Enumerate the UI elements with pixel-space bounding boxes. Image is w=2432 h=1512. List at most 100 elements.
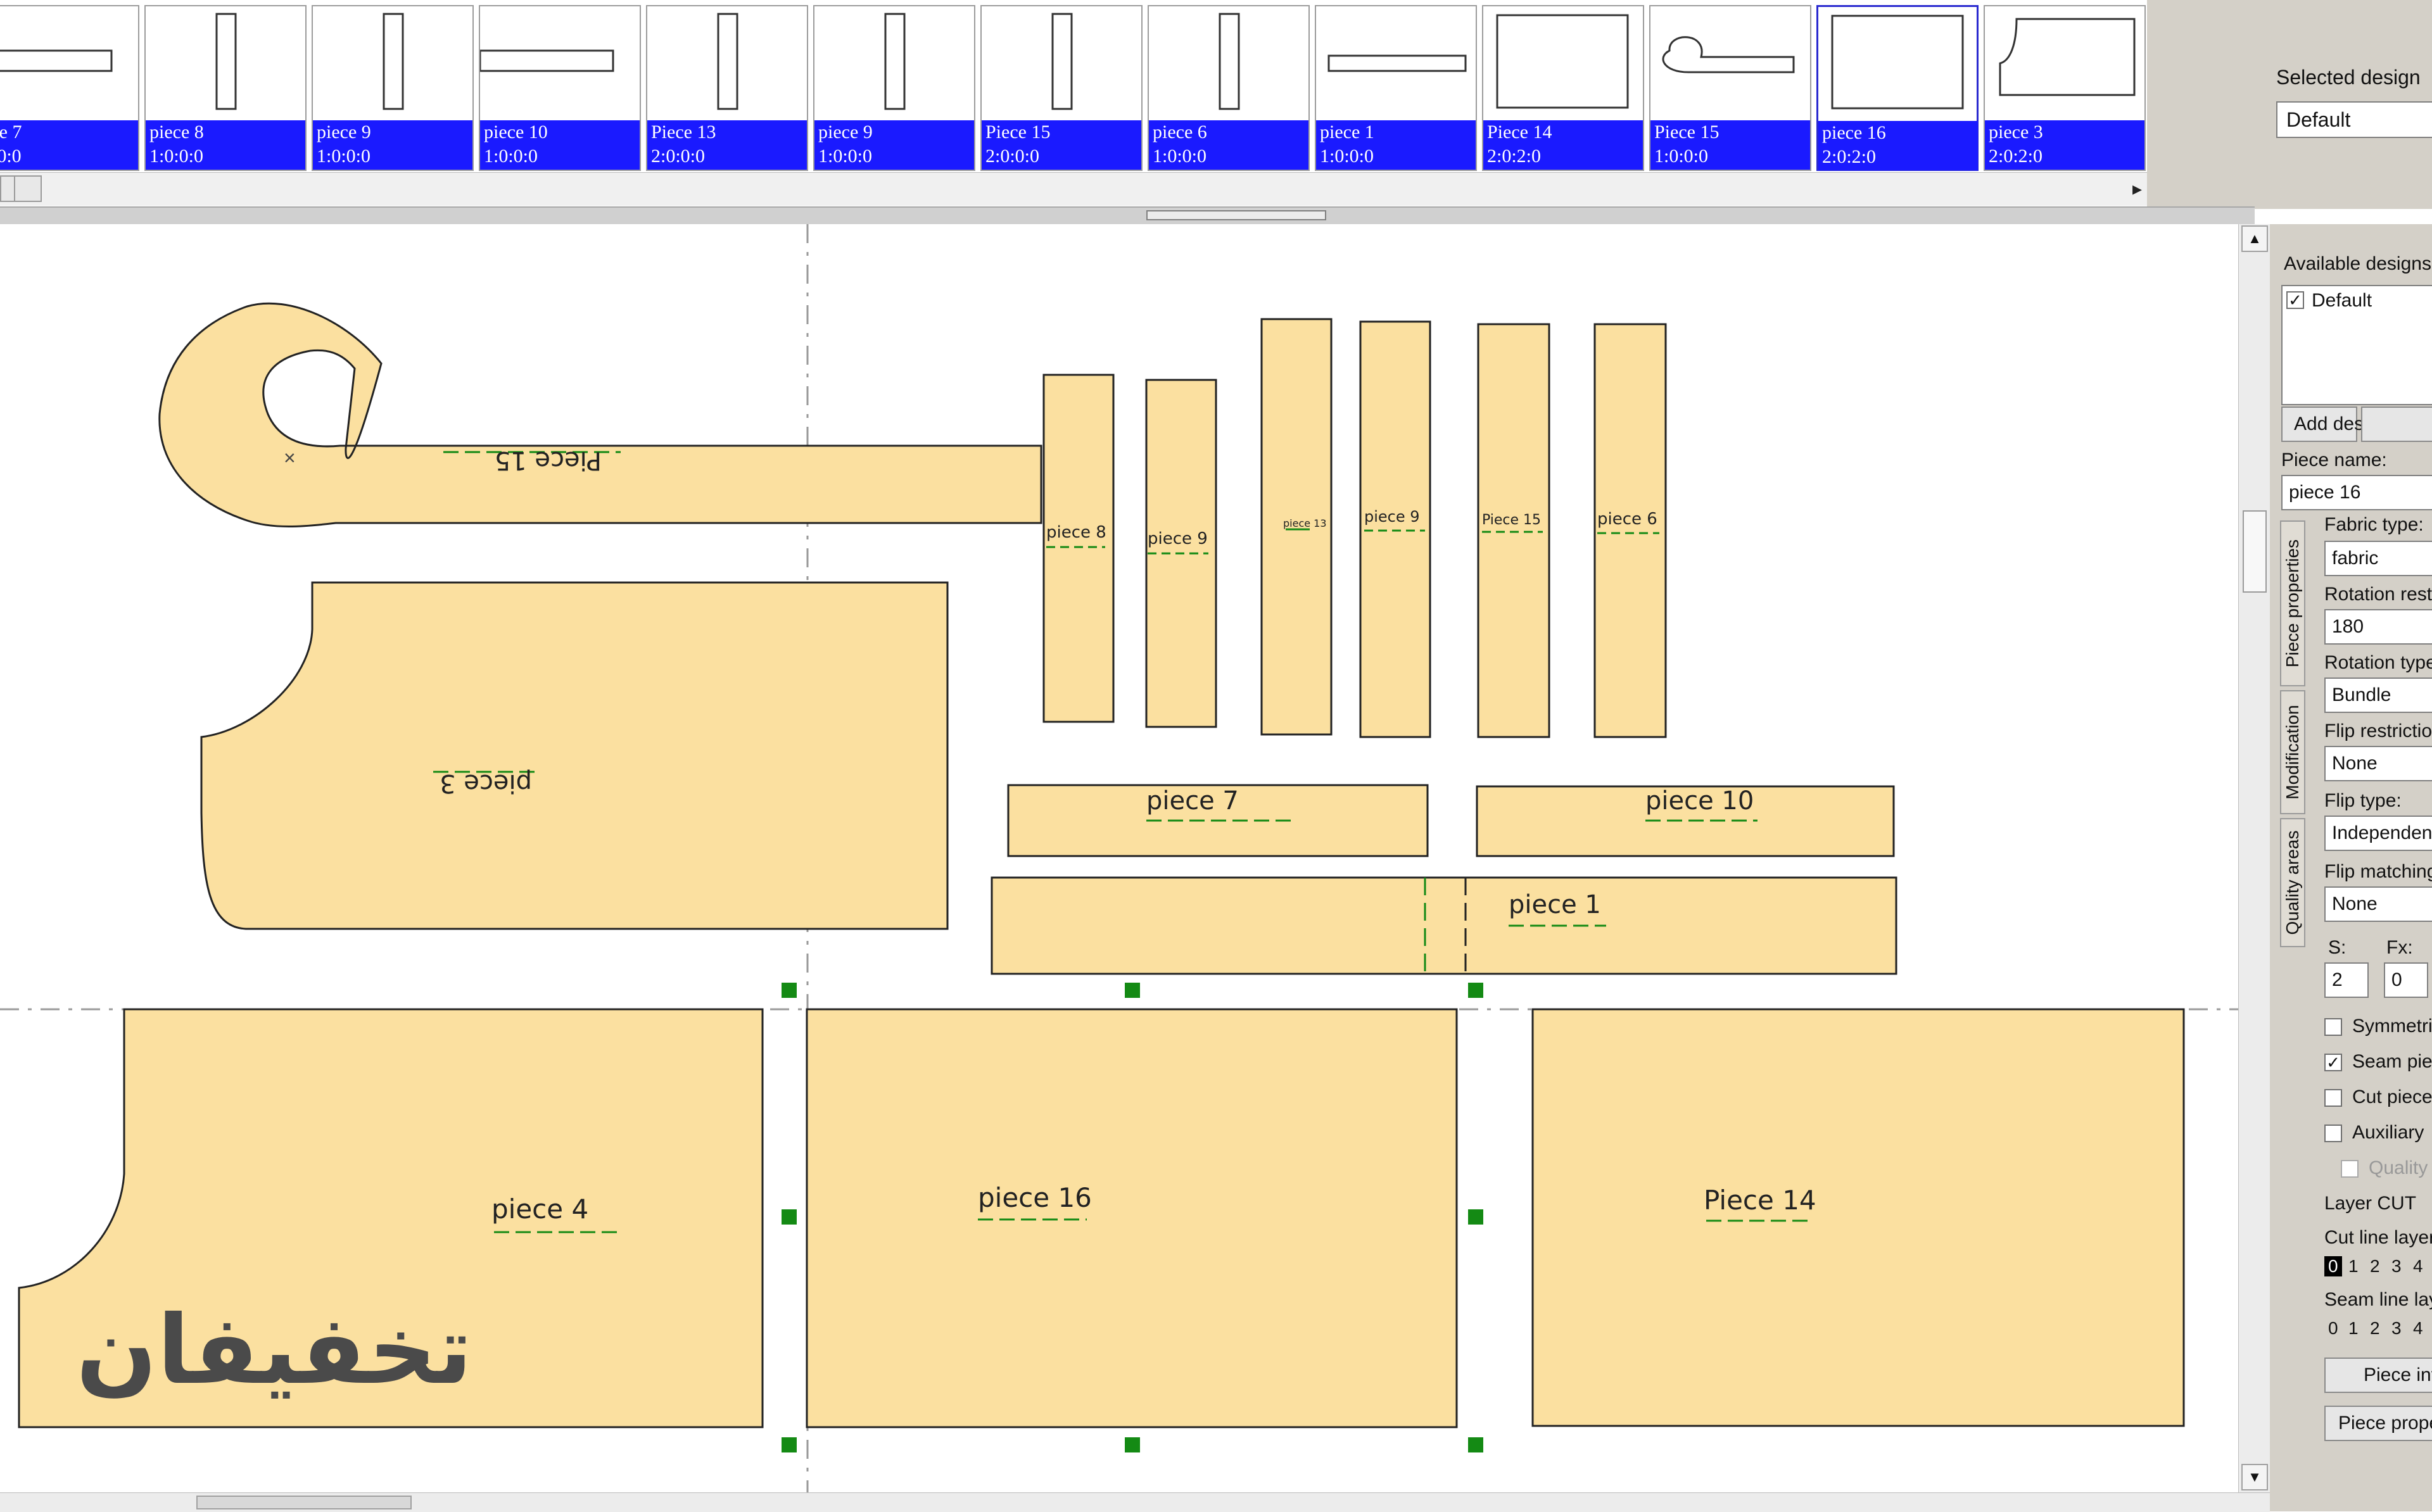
flip-restriction-select[interactable]: None (2324, 746, 2432, 781)
canvas-vertical-scrollbar[interactable]: ▲ ▼ (2238, 224, 2270, 1492)
thumbnail-code: 2:0:2:0 (1487, 146, 1542, 167)
thumbnail-shape (1831, 15, 1964, 110)
flip-matching-select[interactable]: None (2324, 886, 2432, 922)
piece-4[interactable]: piece 4 (18, 1008, 764, 1428)
thumbnail-name: piece 3 (1989, 122, 2043, 142)
seam-piece-checkbox[interactable]: ✓ (2324, 1054, 2342, 1071)
thumbnail-code: 2:0:0:0 (651, 146, 706, 167)
piece-properties-button[interactable]: Piece properties (2324, 1406, 2432, 1441)
available-designs-list[interactable]: ✓ Default (2281, 285, 2432, 405)
selection-handle[interactable] (782, 1209, 797, 1225)
seam-layer-2[interactable]: 2 (2370, 1318, 2380, 1338)
symmetric-checkbox[interactable] (2324, 1018, 2342, 1036)
tab-modification[interactable]: Modification (2280, 690, 2305, 814)
scroll-thumb[interactable] (2243, 510, 2267, 593)
thumbnail-ece-7[interactable]: ece 70:0:0 (0, 5, 139, 171)
default-design-item[interactable]: Default (2312, 290, 2372, 311)
selection-handle[interactable] (1125, 983, 1140, 998)
piece-13[interactable]: piece 13 (1260, 318, 1333, 736)
selection-handle[interactable] (1468, 1209, 1483, 1225)
selection-handle[interactable] (782, 983, 797, 998)
seam-layer-4[interactable]: 4 (2413, 1318, 2423, 1338)
default-design-checkbox[interactable]: ✓ (2286, 291, 2304, 309)
thumbnail-scrollbar[interactable]: ▸ (0, 172, 2147, 206)
selection-handle[interactable] (1125, 1437, 1140, 1452)
canvas-horizontal-scrollbar[interactable] (0, 1492, 2270, 1512)
piece-1[interactable]: piece 1 (991, 876, 1897, 975)
design-extra-button[interactable] (2361, 406, 2432, 442)
scroll-button-left-2[interactable] (14, 175, 42, 202)
piece-9[interactable]: piece 9 (1145, 379, 1217, 728)
piece-name-field[interactable]: piece 16 (2281, 475, 2432, 510)
scroll-down-icon[interactable]: ▼ (2241, 1464, 2268, 1490)
cut-layer-2[interactable]: 2 (2370, 1256, 2380, 1276)
flip-type-select[interactable]: Independent (2324, 816, 2432, 851)
quality-checkbox[interactable] (2341, 1160, 2359, 1178)
canvas-drawing: × Piece 15 piece 3 piece 8 piece 9 piece… (0, 224, 2238, 1492)
piece-15-strip[interactable]: Piece 15 (1477, 323, 1550, 738)
cut-layer-0[interactable]: 0 (2324, 1256, 2342, 1276)
piece-16-selected[interactable]: piece 16 (782, 983, 1483, 1452)
rotation-restriction-select[interactable]: 180 (2324, 609, 2432, 645)
tab-piece-properties[interactable]: Piece properties (2280, 520, 2305, 686)
cut-layer-3[interactable]: 3 (2391, 1256, 2402, 1276)
cut-layer-1[interactable]: 1 (2348, 1256, 2359, 1276)
fabric-type-select[interactable]: fabric (2324, 541, 2432, 576)
seam-layer-0[interactable]: 0 (2328, 1318, 2338, 1338)
splitter-grip[interactable] (1146, 210, 1326, 220)
s-field[interactable]: 2 (2324, 962, 2369, 998)
splitter-bar[interactable] (0, 206, 2255, 224)
selected-design-select[interactable]: Default (2276, 101, 2432, 138)
piece-7-label: piece 7 (1146, 786, 1239, 816)
piece-info-button[interactable]: Piece info (2324, 1358, 2432, 1393)
piece-7[interactable]: piece 7 (1007, 784, 1429, 857)
thumbnail-code: 0:0:0 (0, 146, 22, 167)
seam-layer-3[interactable]: 3 (2391, 1318, 2402, 1338)
fx-field[interactable]: 0 (2384, 962, 2428, 998)
piece-6[interactable]: piece 6 (1593, 323, 1667, 738)
piece-14[interactable]: Piece 14 (1531, 1008, 2185, 1427)
thumbnail-code: 2:0:0:0 (985, 146, 1040, 167)
seam-layer-1[interactable]: 1 (2348, 1318, 2359, 1338)
cut-piece-checkbox[interactable] (2324, 1089, 2342, 1107)
thumbnail-shape (717, 13, 738, 110)
marker-canvas[interactable]: × Piece 15 piece 3 piece 8 piece 9 piece… (0, 224, 2238, 1492)
selection-handle[interactable] (1468, 1437, 1483, 1452)
piece-10[interactable]: piece 10 (1476, 785, 1895, 857)
add-design-button[interactable]: Add design (2281, 406, 2389, 442)
cut-layer-4[interactable]: 4 (2413, 1256, 2423, 1276)
piece-9-b[interactable]: piece 9 (1359, 320, 1431, 738)
piece-3[interactable]: piece 3 (200, 581, 949, 930)
scroll-right-icon[interactable]: ▸ (2132, 179, 2142, 199)
auxiliary-checkbox[interactable] (2324, 1125, 2342, 1142)
piece-9b-label: piece 9 (1364, 508, 1420, 526)
horizontal-scroll-thumb[interactable] (196, 1496, 412, 1509)
seam-line-layer-label: Seam line layer (2324, 1289, 2432, 1310)
rotation-type-select[interactable]: Bundle (2324, 677, 2432, 713)
selection-handle[interactable] (782, 1437, 797, 1452)
scroll-up-icon[interactable]: ▲ (2241, 225, 2268, 252)
piece-15-hook[interactable]: × Piece 15 (158, 302, 1042, 527)
cut-line-layer-label: Cut line layer (2324, 1227, 2432, 1248)
tab-quality-areas[interactable]: Quality areas (2280, 818, 2305, 947)
piece-8[interactable]: piece 8 (1042, 374, 1115, 723)
selection-handle[interactable] (1468, 983, 1483, 998)
thumbnail-shape (383, 13, 404, 110)
